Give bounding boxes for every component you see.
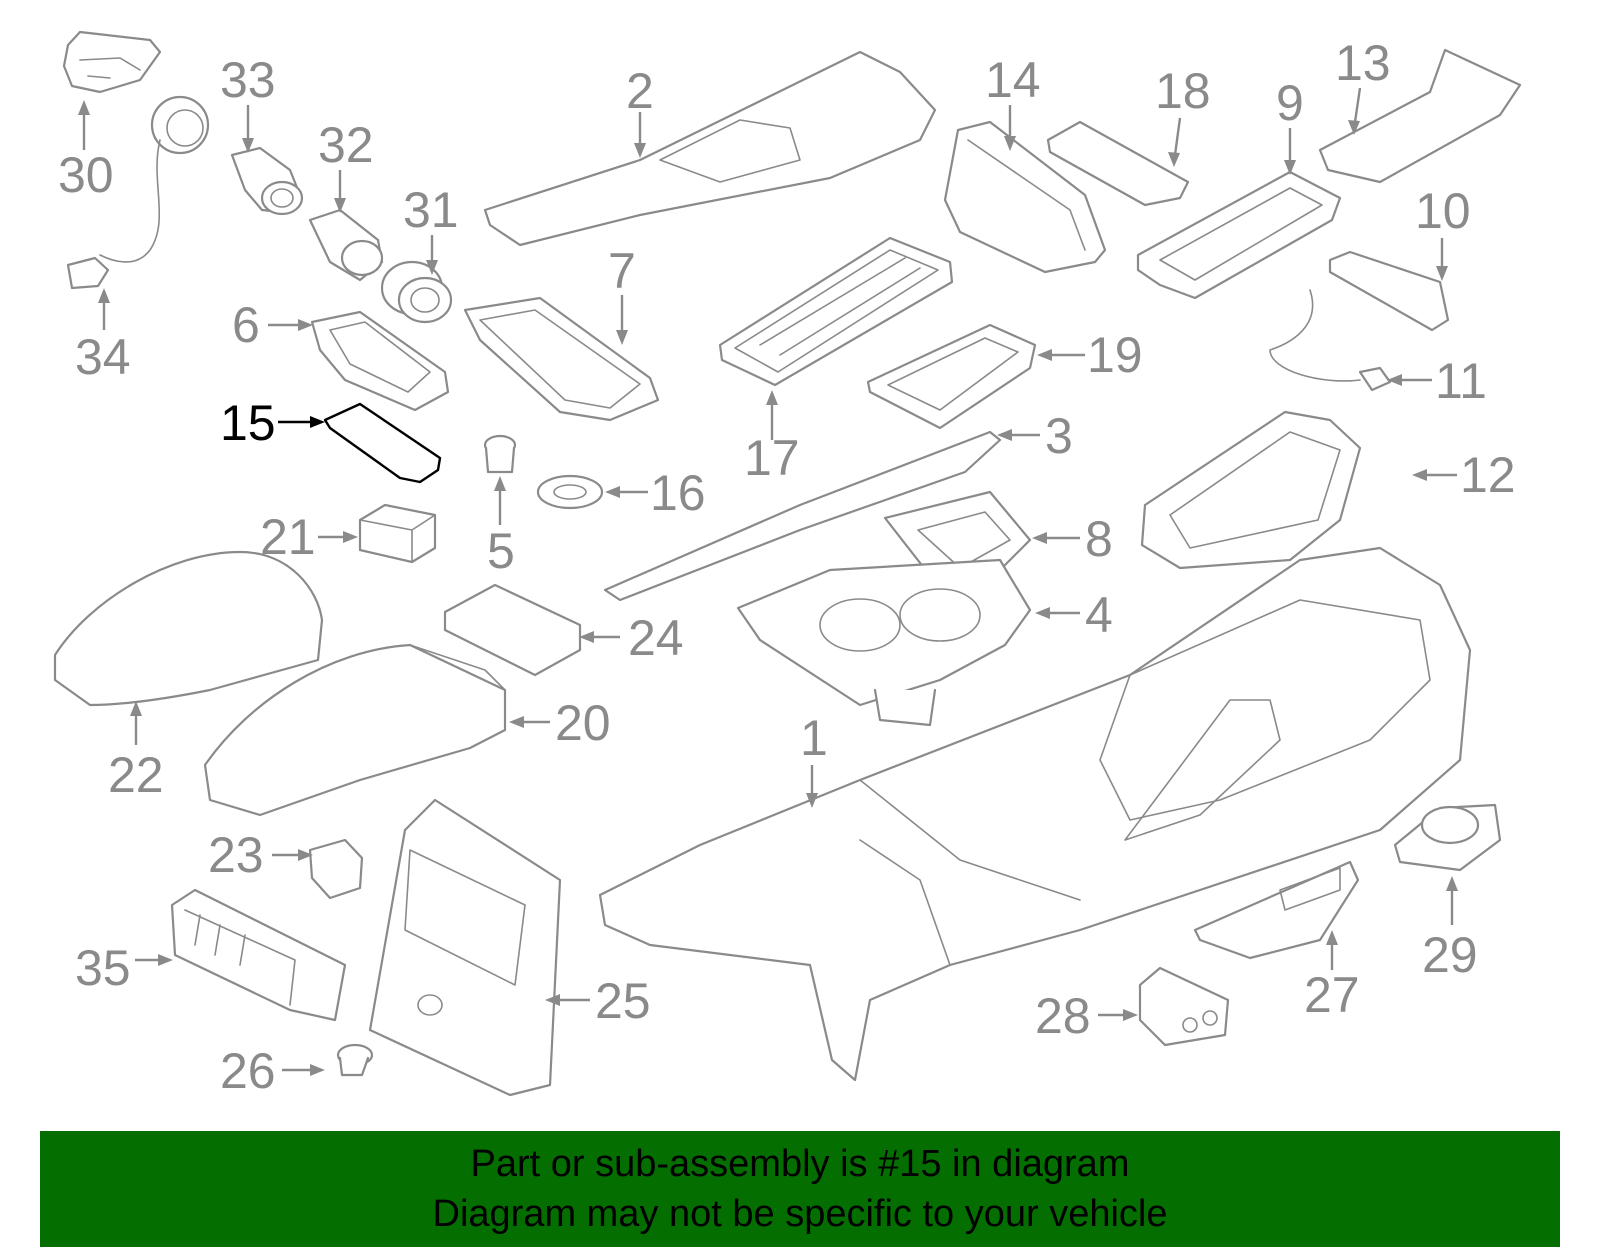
- arrows: [78, 87, 1458, 1076]
- part-13-drawing: [1318, 48, 1522, 184]
- part-19-drawing: [866, 323, 1037, 430]
- part-34-drawing: [66, 95, 210, 290]
- part-26-drawing: [336, 1043, 374, 1077]
- part-28-drawing: [1138, 966, 1230, 1047]
- callout-25: 25: [595, 973, 651, 1029]
- part-7-drawing: [463, 296, 660, 422]
- part-23-drawing: [308, 838, 364, 900]
- callout-13: 13: [1335, 35, 1391, 91]
- part-25-drawing: [368, 798, 562, 1097]
- part-12-drawing: [1140, 410, 1362, 570]
- callout-7: 7: [608, 243, 636, 299]
- callout-labels: 30 33 32 31 34 6 15 2 7 17 19 5 16 21 14…: [58, 35, 1516, 1099]
- callout-11: 11: [1435, 353, 1487, 409]
- callout-14: 14: [985, 52, 1041, 108]
- callout-21: 21: [260, 509, 316, 565]
- callout-33: 33: [220, 52, 276, 108]
- part-5-drawing: [483, 434, 517, 474]
- part-33-drawing: [230, 146, 304, 216]
- callout-35: 35: [75, 940, 131, 996]
- part-27-drawing: [1193, 860, 1360, 960]
- callout-4: 4: [1085, 587, 1113, 643]
- part-15-drawing: [323, 402, 442, 484]
- callout-30: 30: [58, 147, 114, 203]
- callout-27: 27: [1304, 967, 1360, 1023]
- callout-32: 32: [318, 117, 374, 173]
- callout-5: 5: [487, 523, 515, 579]
- callout-29: 29: [1422, 927, 1478, 983]
- callout-3: 3: [1045, 408, 1073, 464]
- part-4-drawing: [736, 558, 1032, 727]
- part-20-drawing: [203, 643, 507, 817]
- callout-19: 19: [1087, 327, 1143, 383]
- callout-16: 16: [650, 465, 706, 521]
- part-21-drawing: [358, 503, 437, 564]
- part-10-drawing: [1328, 250, 1450, 332]
- part-16-drawing: [536, 474, 604, 510]
- banner-line-2: Diagram may not be specific to your vehi…: [432, 1193, 1168, 1235]
- part-15-mat: [323, 402, 442, 484]
- part-11-drawing: [1269, 289, 1392, 392]
- part-14-drawing: [943, 120, 1107, 274]
- callout-1: 1: [800, 710, 828, 766]
- callout-34: 34: [75, 329, 131, 385]
- callout-2: 2: [626, 63, 654, 119]
- part-30-drawing: [62, 30, 162, 94]
- part-9-drawing: [1136, 170, 1342, 300]
- part-17-drawing: [718, 236, 954, 387]
- part-29-drawing: [1393, 803, 1502, 872]
- part-32-drawing: [308, 208, 384, 282]
- callout-17: 17: [744, 430, 800, 486]
- callout-6: 6: [232, 297, 260, 353]
- part-2-drawing: [483, 50, 937, 247]
- part-22-drawing: [53, 550, 324, 707]
- callout-20: 20: [555, 695, 611, 751]
- part-6-drawing: [310, 310, 450, 412]
- callout-23: 23: [208, 827, 264, 883]
- part-35-drawing: [170, 888, 347, 1022]
- part-31-drawing: [380, 260, 453, 324]
- info-banner: Part or sub-assembly is #15 in diagram D…: [40, 1131, 1560, 1247]
- banner-line-1: Part or sub-assembly is #15 in diagram: [470, 1143, 1130, 1185]
- callout-8: 8: [1085, 511, 1113, 567]
- callout-26: 26: [220, 1043, 276, 1099]
- callout-31: 31: [403, 182, 459, 238]
- part-3-drawing: [603, 430, 1002, 602]
- callout-12: 12: [1460, 447, 1516, 503]
- part-1-drawing: [598, 546, 1472, 1082]
- part-24-drawing: [443, 583, 582, 677]
- callout-28: 28: [1035, 988, 1091, 1044]
- callout-18: 18: [1155, 63, 1211, 119]
- callout-9: 9: [1276, 75, 1304, 131]
- callout-10: 10: [1415, 183, 1471, 239]
- callout-22: 22: [108, 747, 164, 803]
- callout-15: 15: [220, 395, 276, 451]
- callout-24: 24: [628, 610, 684, 666]
- part-18-drawing: [1046, 120, 1190, 207]
